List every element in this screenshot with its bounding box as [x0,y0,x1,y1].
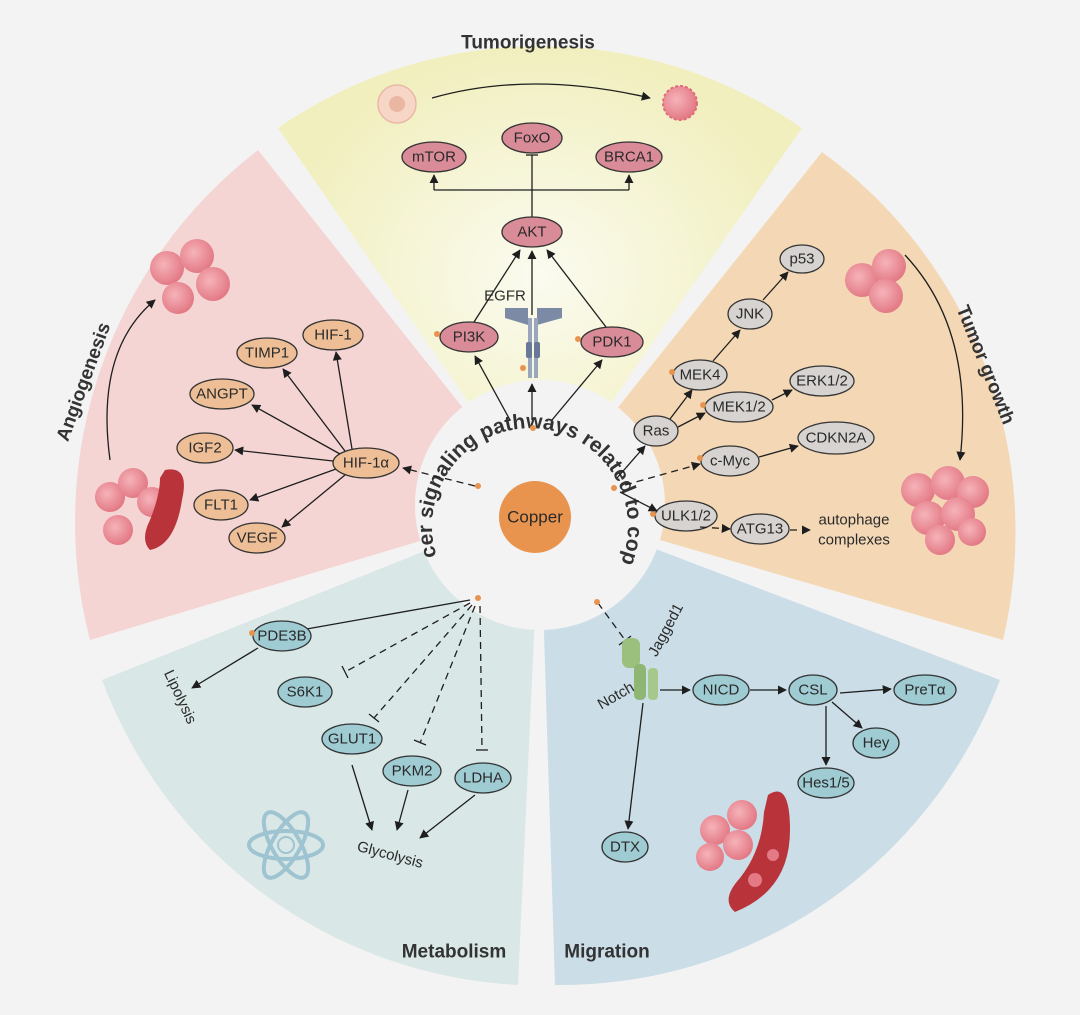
node-angpt [189,378,255,410]
node-label-hey: Hey [863,735,890,752]
node-pretalpha [893,674,957,706]
node-pdk1 [580,326,644,358]
node-label-cmyc: c-Myc [710,453,750,470]
egfr-receptor-icon [505,308,562,378]
node-pde3b [252,620,312,652]
egfr-label: EGFR [484,288,526,305]
node-mek4 [672,359,728,391]
node-hif1 [302,319,364,351]
node-nicd [692,674,750,706]
node-dtx [601,831,649,863]
node-pkm2 [382,755,442,787]
node-label-cdkn2a: CDKN2A [806,430,867,447]
node-label-mek12: MEK1/2 [712,399,765,416]
title-migration: Migration [564,942,650,963]
node-cdkn2a [797,421,875,455]
node-igf2 [176,432,234,464]
node-label-erk12: ERK1/2 [796,373,848,390]
node-label-ras: Ras [643,423,670,440]
node-hey [852,727,900,759]
tumor-cluster-angio-icon [150,239,230,314]
complexes-label: complexes [818,532,890,549]
blood-vessel-angio-icon [95,468,184,550]
node-label-pretalpha: PreTα [904,682,946,699]
node-label-akt: AKT [517,224,546,241]
copper-node [499,481,571,553]
node-hif1a [332,447,400,479]
node-cmyc [700,445,760,477]
node-label-hes15: Hes1/5 [802,775,850,792]
node-label-nicd: NICD [703,682,740,699]
tumor-cluster-small-icon [845,249,906,313]
blood-vessel-migration-icon [696,791,790,912]
sector-metabolism [102,505,540,985]
copper-label: Copper [507,508,563,527]
tumor-cell-icon [662,85,698,121]
atom-icon [247,810,325,880]
node-label-hif1a: HIF-1α [343,455,390,472]
node-label-pde3b: PDE3B [257,628,306,645]
node-ras [633,415,679,447]
sector-migration [540,505,1000,986]
node-flt1 [193,489,249,521]
node-mtor [401,141,467,173]
node-csl [788,674,838,706]
autophage-label: autophage [819,512,890,529]
node-label-mtor: mTOR [412,149,456,166]
node-label-glut1: GLUT1 [328,731,376,748]
node-label-angpt: ANGPT [196,386,248,403]
node-akt [501,216,563,248]
node-label-p53: p53 [789,251,814,268]
node-brca1 [595,141,663,173]
node-foxo [501,122,563,154]
node-atg13 [730,513,790,545]
node-p53 [779,244,825,274]
title-tumorigenesis: Tumorigenesis [461,33,595,54]
node-label-s6k1: S6K1 [287,684,324,701]
node-glut1 [321,723,383,755]
node-label-mek4: MEK4 [680,367,721,384]
node-label-pkm2: PKM2 [392,763,433,780]
node-label-atg13: ATG13 [737,521,783,538]
node-hes15 [797,767,855,799]
node-vegf [228,522,286,554]
node-label-pi3k: PI3K [453,329,486,346]
node-erk12 [789,365,855,397]
node-label-pdk1: PDK1 [592,334,631,351]
node-label-vegf: VEGF [237,530,278,547]
title-metabolism: Metabolism [402,942,507,963]
node-label-dtx: DTX [610,839,640,856]
node-label-foxo: FoxO [514,130,551,147]
node-label-ulk12: ULK1/2 [661,508,711,525]
node-label-igf2: IGF2 [188,440,221,457]
node-label-csl: CSL [798,682,827,699]
node-label-flt1: FLT1 [204,497,238,514]
node-label-hif1: HIF-1 [314,327,352,344]
node-label-brca1: BRCA1 [604,149,654,166]
node-timp1 [236,337,298,369]
node-ldha [454,762,512,794]
node-label-jnk: JNK [736,306,764,323]
node-label-timp1: TIMP1 [245,345,289,362]
node-pi3k [439,321,499,353]
node-s6k1 [277,676,333,708]
notch-receptor-icon [622,638,658,700]
node-label-ldha: LDHA [463,770,503,787]
node-jnk [727,298,773,330]
tumor-cluster-large-icon [901,466,989,555]
